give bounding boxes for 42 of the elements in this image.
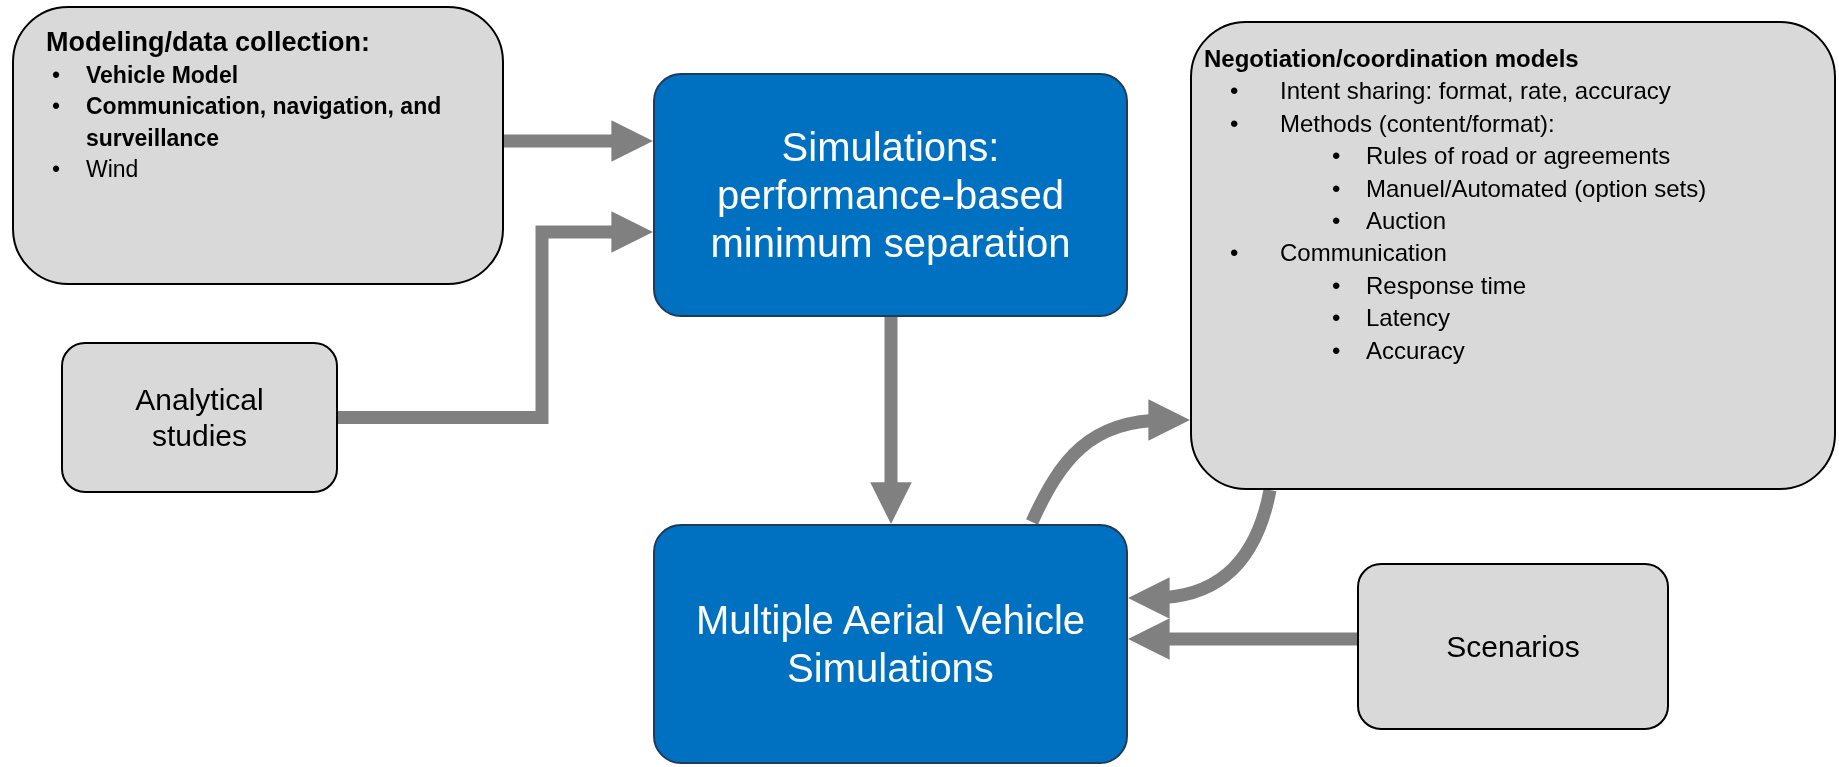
- process-box: [653, 73, 1128, 317]
- arrow: [1128, 618, 1357, 660]
- bullet: •: [1230, 108, 1240, 139]
- list-item: Methods (content/format):: [1280, 108, 1555, 139]
- arrow: [870, 317, 912, 524]
- bullet: •: [1332, 270, 1342, 301]
- box-label: Scenarios: [1446, 628, 1580, 665]
- list-item: Communication: [1280, 238, 1447, 269]
- list-item: Latency: [1366, 303, 1451, 334]
- bullet: •: [1332, 335, 1342, 366]
- bullet: •: [52, 61, 62, 91]
- box-label: Multiple Aerial Vehicle Simulations: [695, 597, 1086, 692]
- process-box: [61, 342, 338, 493]
- list-item: Intent sharing: format, rate, accuracy: [1280, 76, 1671, 107]
- bullet: •: [1230, 238, 1240, 269]
- list-item: Communication, navigation, and surveillance: [86, 92, 443, 153]
- list-item: Response time: [1366, 270, 1527, 301]
- arrow: [338, 211, 653, 424]
- list-item: Wind: [86, 154, 139, 184]
- box-label: Simulations: performance-based minimum separation: [709, 124, 1072, 267]
- box-heading: Negotiation/coordination models: [1204, 44, 1580, 74]
- list-item: Vehicle Model: [86, 61, 239, 91]
- bullet: •: [1332, 205, 1342, 236]
- list-item: Accuracy: [1366, 335, 1465, 366]
- bullet: •: [1332, 173, 1342, 204]
- list-item: Manuel/Automated (option sets): [1366, 173, 1707, 204]
- box-heading: Modeling/data collection:: [46, 26, 371, 59]
- process-box: [653, 524, 1128, 764]
- box-label: Analytical studies: [134, 381, 265, 454]
- list-item: Rules of road or agreements: [1366, 141, 1671, 172]
- bullet: •: [52, 154, 62, 184]
- list-box: [12, 6, 504, 285]
- arrow: [1128, 488, 1277, 619]
- process-box: [1357, 563, 1669, 730]
- arrow: [504, 120, 653, 162]
- bullet: •: [1332, 303, 1342, 334]
- list-box: [1190, 21, 1836, 490]
- arrow: [1026, 400, 1190, 525]
- bullet: •: [1332, 141, 1342, 172]
- bullet: •: [52, 92, 62, 122]
- list-item: Auction: [1366, 205, 1447, 236]
- bullet: •: [1230, 76, 1240, 107]
